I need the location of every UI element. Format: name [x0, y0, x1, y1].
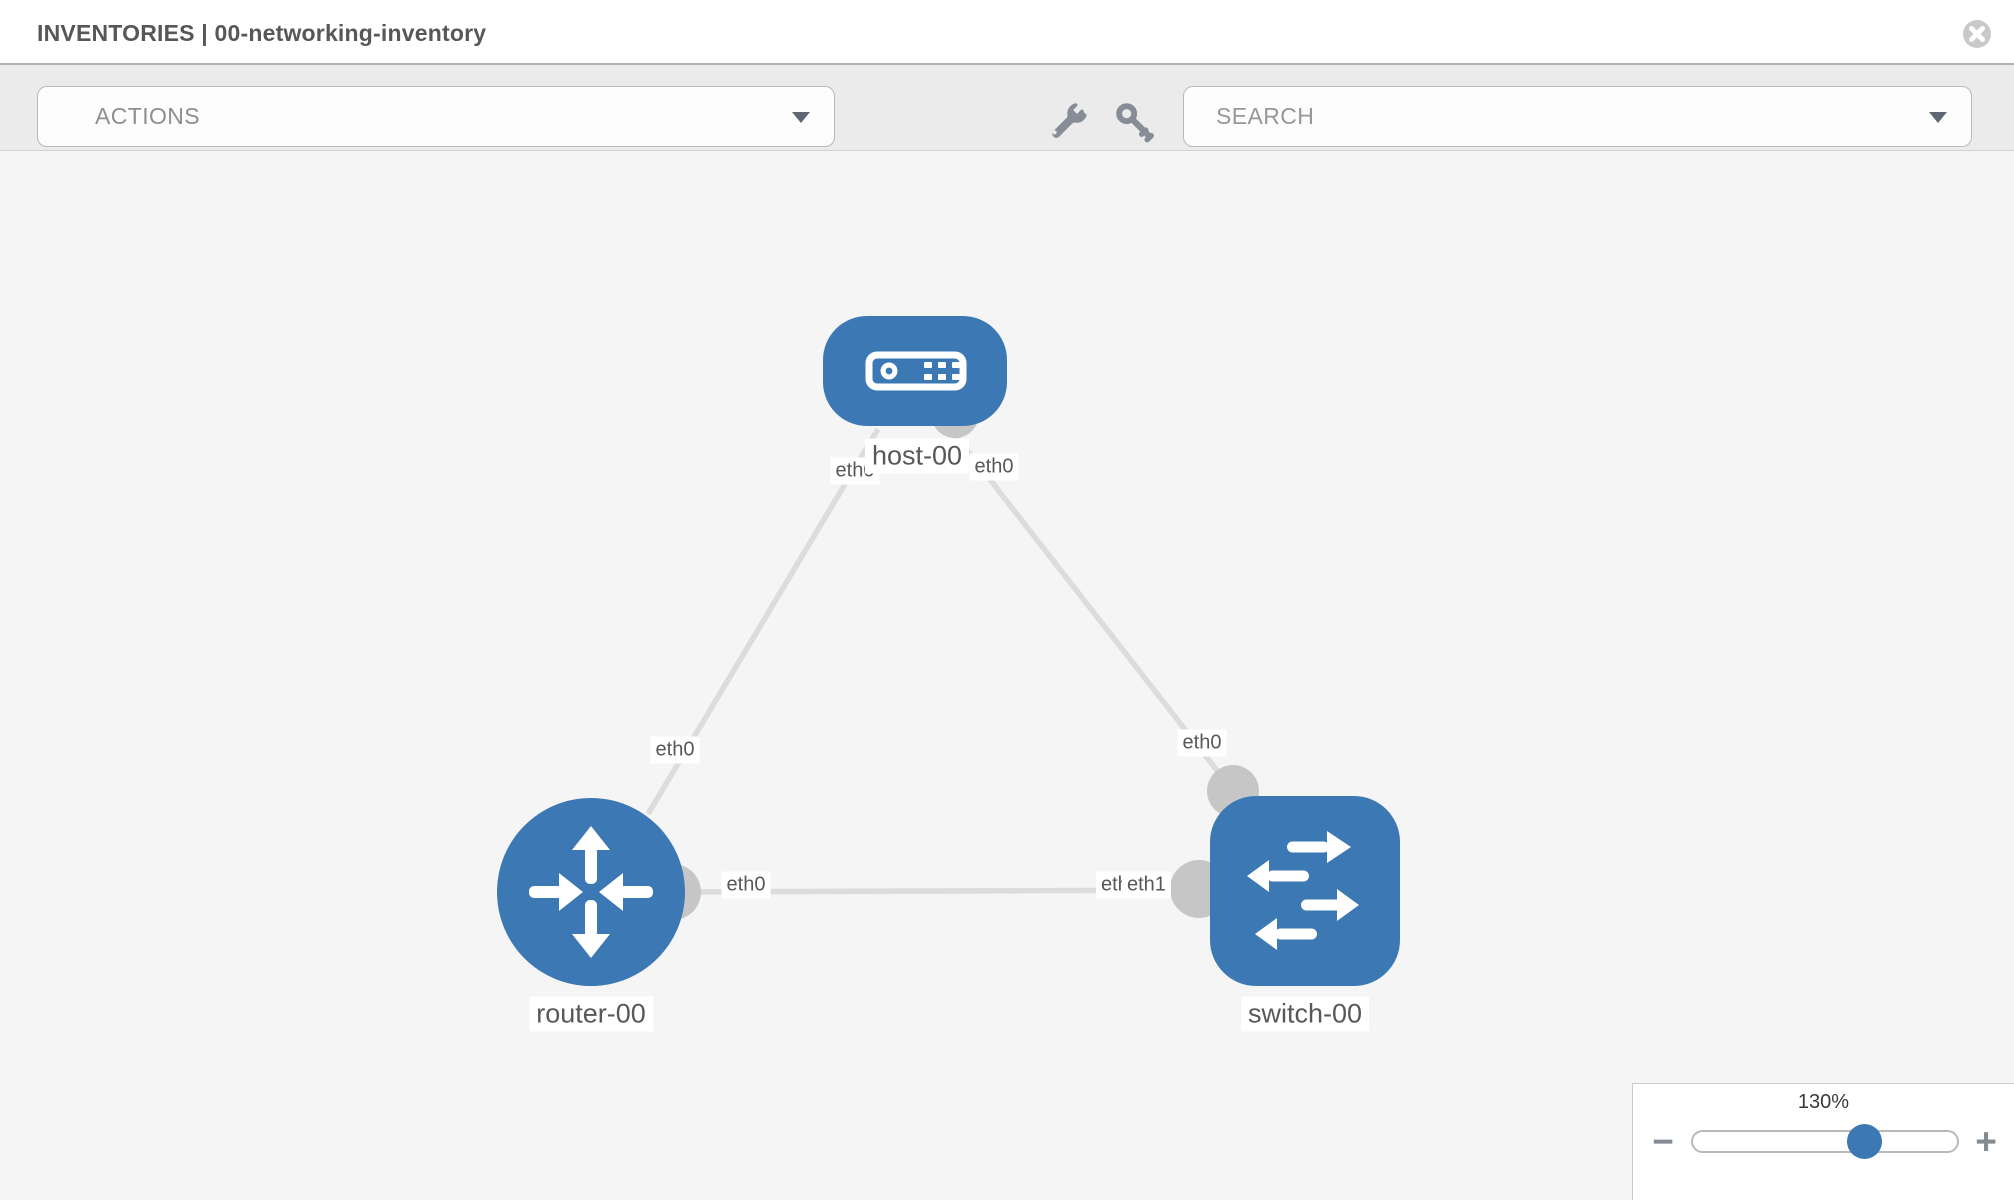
key-icon — [1116, 103, 1154, 143]
credentials-button[interactable] — [1112, 99, 1156, 143]
chevron-down-icon — [792, 112, 810, 123]
wrench-icon — [1052, 103, 1087, 138]
switch-icon — [1247, 831, 1359, 950]
search-input[interactable] — [1184, 87, 1971, 146]
search-dropdown[interactable] — [1183, 86, 1972, 147]
header-bar: INVENTORIES | 00-networking-inventory — [0, 0, 2014, 63]
actions-dropdown-label: ACTIONS — [95, 103, 201, 129]
close-button[interactable] — [1962, 19, 1992, 49]
node-switch-00[interactable] — [1210, 796, 1400, 986]
actions-dropdown[interactable]: ACTIONS — [37, 86, 835, 147]
zoom-control-panel: 130% − + — [1632, 1083, 2014, 1200]
close-icon — [1963, 20, 1991, 48]
topology-graph — [497, 316, 1400, 986]
server-icon — [865, 351, 967, 391]
interface-label: eth0 — [721, 871, 771, 899]
interface-label: eth0 — [650, 736, 700, 764]
node-host-00[interactable] — [823, 316, 1007, 426]
zoom-out-button[interactable]: − — [1641, 1114, 1685, 1170]
node-router-00[interactable] — [497, 798, 685, 986]
interface-label: eth0 — [969, 453, 1019, 481]
node-label-switch: switch-00 — [1240, 996, 1370, 1032]
node-label-router: router-00 — [529, 996, 653, 1032]
zoom-level-value: 130% — [1797, 1091, 1850, 1113]
page-title: INVENTORIES | 00-networking-inventory — [37, 20, 487, 46]
zoom-in-button[interactable]: + — [1964, 1114, 2008, 1170]
interface-label: eth0 — [1177, 729, 1227, 757]
adhoc-commands-button[interactable] — [1044, 99, 1088, 143]
chevron-down-icon — [1929, 112, 1947, 123]
link-lines — [645, 427, 1236, 895]
node-label-host: host-00 — [864, 438, 970, 474]
interface-label: eth1 — [1122, 871, 1171, 899]
topology-canvas[interactable]: eth0 eth0 eth0 eth0 eth0 eth0 eth1 host-… — [0, 151, 2014, 1200]
zoom-slider-track[interactable] — [1691, 1130, 1959, 1153]
router-icon — [529, 826, 653, 958]
toolbar: ACTIONS — [0, 63, 2014, 151]
zoom-slider-thumb[interactable] — [1847, 1124, 1882, 1159]
